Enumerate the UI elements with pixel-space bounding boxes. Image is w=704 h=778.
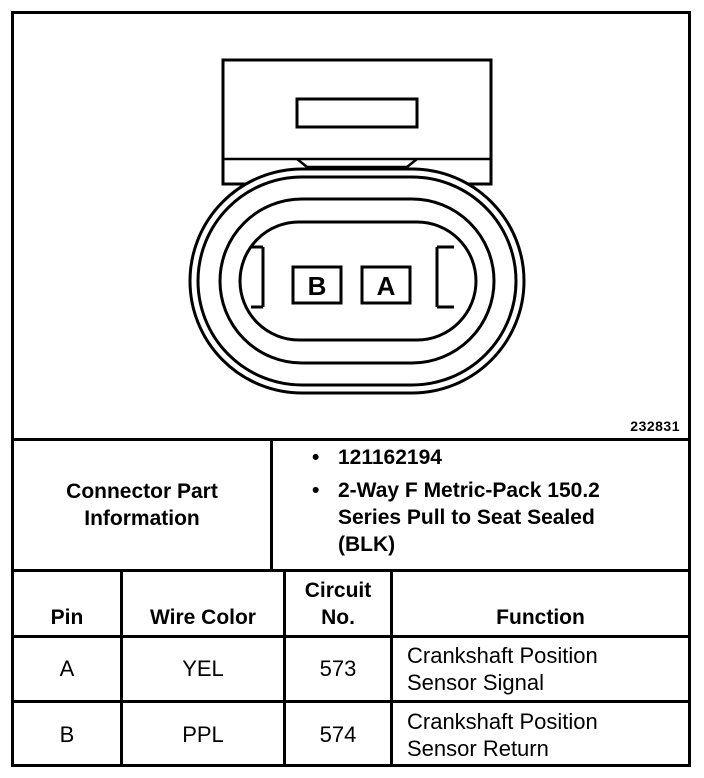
header-wire-color: Wire Color (150, 606, 256, 629)
row-a-circuit-no: 573 (319, 656, 357, 681)
bullet-text: 121162194 (338, 446, 442, 469)
header-pin: Pin (50, 606, 84, 629)
bullet-item: • 2-Way F Metric-Pack 150.2 Series Pull … (312, 477, 692, 558)
row-divider (14, 635, 688, 638)
connector-housing-top (221, 58, 493, 186)
tab-notch-line (296, 158, 308, 168)
locking-tab-slot (295, 97, 419, 129)
row-a-pin: A (59, 656, 75, 681)
bullet-text: 2-Way F Metric-Pack 150.2 Series Pull to… (338, 479, 600, 556)
outer-seal-ring (188, 167, 526, 395)
figure-id: 232831 (630, 418, 680, 434)
pin-b-box (291, 265, 343, 305)
connector-info-bullets: • 121162194 • 2-Way F Metric-Pack 150.2 … (312, 444, 692, 564)
pin-a-label: A (377, 271, 396, 301)
section-divider (14, 569, 688, 572)
connector-info-label: Connector Part Information (66, 480, 218, 530)
row-b-circuit-no: 574 (319, 722, 357, 747)
row-b-wire-color: PPL (182, 722, 224, 747)
outer-seal-ring-inner (196, 175, 518, 387)
row-a-wire-color: YEL (182, 656, 224, 681)
row-a-function: Crankshaft Position Sensor Signal (407, 643, 598, 695)
pin-b-label: B (308, 271, 327, 301)
column-divider (270, 438, 273, 572)
row-b-pin: B (59, 722, 75, 747)
bullet-dot-icon: • (312, 446, 320, 469)
bullet-item: • 121162194 (312, 444, 692, 471)
row-divider (14, 700, 688, 703)
tab-notch-line (406, 158, 418, 168)
column-divider (120, 569, 123, 767)
diagram-frame: B A 232831 Connector Part Information • … (11, 11, 691, 767)
header-function: Function (496, 606, 585, 629)
row-b-function: Crankshaft Position Sensor Return (407, 709, 598, 761)
section-divider (14, 438, 688, 441)
mating-face (218, 197, 496, 365)
bullet-dot-icon: • (312, 479, 320, 502)
pin-a-box (360, 265, 412, 305)
connector-illustration: B A (188, 58, 526, 395)
pin-cavity (238, 220, 478, 342)
column-divider (390, 569, 393, 767)
header-circuit-no: Circuit No. (304, 578, 372, 629)
column-divider (283, 569, 286, 767)
